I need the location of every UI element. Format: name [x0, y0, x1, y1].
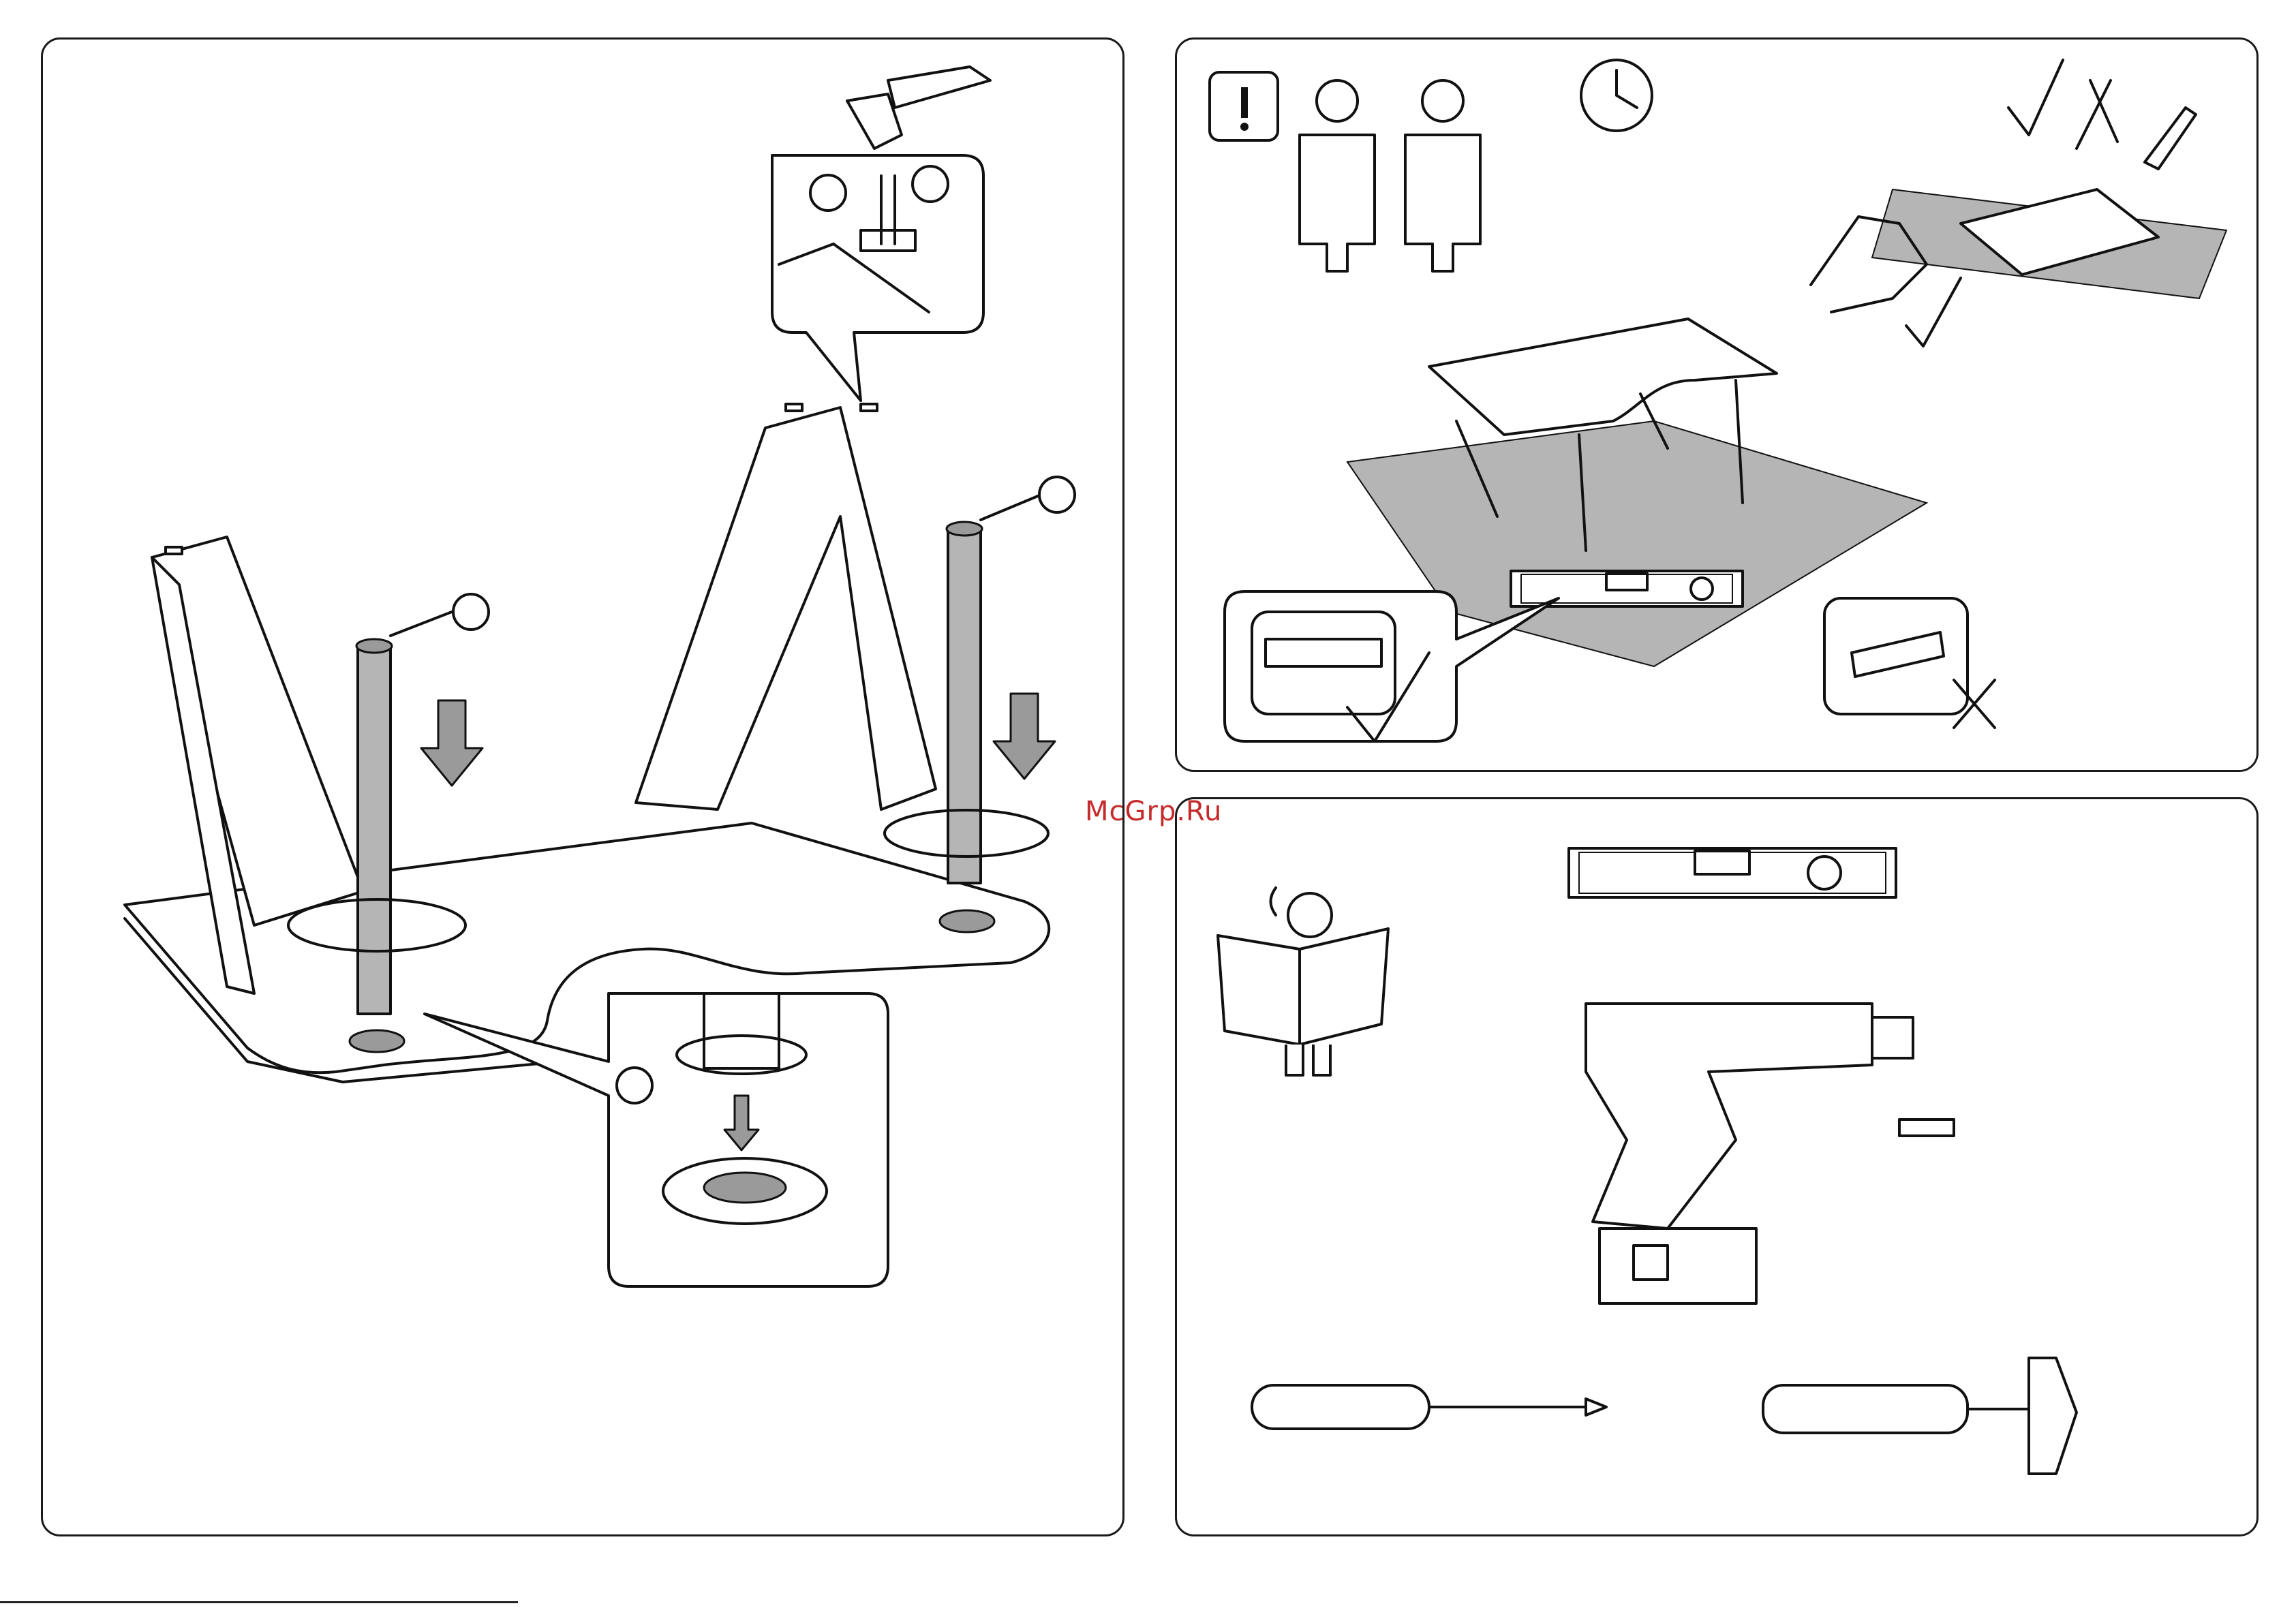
read-instructions-icon	[1218, 888, 1388, 1075]
spirit-level-icon	[1511, 571, 1743, 606]
watermark-text: McGrp.Ru	[1085, 796, 1222, 827]
two-person-icon	[1300, 80, 1480, 271]
callout-circle-3	[617, 1068, 652, 1103]
check-icon	[2008, 60, 2063, 135]
callout-circle-1	[453, 594, 489, 630]
leg-1	[358, 646, 391, 1014]
phone-icon	[1271, 888, 1276, 915]
right-side-panel	[636, 407, 936, 809]
screwdriver-icon	[1252, 1385, 1606, 1429]
spirit-level-tool	[1569, 848, 1896, 897]
tools-panel	[1175, 797, 2259, 1536]
safety-illustration	[1177, 40, 2259, 772]
zoom-box-nailing	[772, 155, 983, 401]
clock-icon	[1581, 60, 1652, 131]
footer-rule	[0, 1601, 518, 1603]
leg-2	[948, 529, 981, 883]
hammer-icon	[847, 67, 990, 149]
tools-illustration	[1177, 799, 2259, 1536]
hammer-tool-icon	[1763, 1358, 2077, 1474]
drill-icon	[1586, 1004, 1954, 1303]
check-icon-2	[1906, 278, 1961, 346]
down-arrow-left	[421, 700, 483, 786]
zoom-box-plate	[425, 993, 888, 1286]
level-wrong-callout	[1824, 598, 1995, 728]
desk-icon	[1429, 319, 1777, 435]
safety-panel	[1175, 37, 2259, 772]
down-arrow-right	[994, 694, 1055, 779]
cutter-icon	[2145, 108, 2196, 169]
assembly-step-panel	[41, 37, 1124, 1536]
callout-circle-2	[1039, 477, 1075, 512]
scissors-icon	[2077, 80, 2117, 149]
drill-bit-icon	[1899, 1119, 1954, 1136]
assembly-illustration	[43, 40, 1124, 1536]
